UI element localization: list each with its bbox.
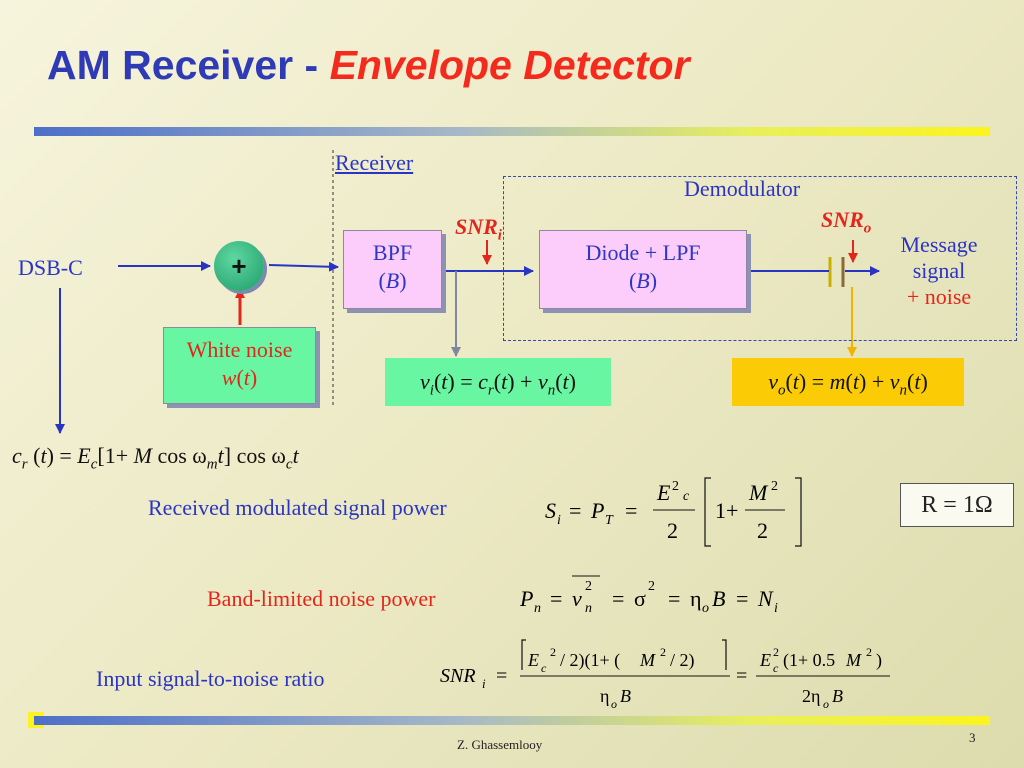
received-power-equation: S i = P T = E 2 c 2 1+ M 2 2 bbox=[545, 470, 825, 550]
bpf-block: BPF (B) bbox=[343, 230, 442, 309]
svg-text:2: 2 bbox=[771, 479, 778, 494]
svg-text:M: M bbox=[748, 480, 769, 505]
svg-text:1+: 1+ bbox=[715, 498, 738, 523]
svg-text:v: v bbox=[572, 586, 582, 611]
svg-text:(1+ 0.5: (1+ 0.5 bbox=[783, 650, 835, 671]
svg-text:o: o bbox=[611, 697, 617, 711]
demodulator-label: Demodulator bbox=[684, 176, 801, 201]
svg-text:E: E bbox=[527, 650, 539, 670]
snr-equation: SNR i = E c 2 / 2)(1+ ( M 2 / 2) η o B =… bbox=[440, 636, 920, 718]
input-label: DSB-C bbox=[18, 255, 83, 280]
snr-formula: SNR i = E c 2 / 2)(1+ ( M 2 / 2) η o B =… bbox=[440, 639, 890, 711]
svg-text:=: = bbox=[668, 586, 680, 611]
footer-page-number: 3 bbox=[969, 730, 976, 745]
svg-text:/ 2): / 2) bbox=[670, 650, 695, 671]
carrier-equation: cr (t) = Ec[1+ M cos ωmt] cos ωct bbox=[12, 443, 299, 473]
capacitor-symbol bbox=[826, 257, 845, 287]
svg-text:2: 2 bbox=[667, 518, 678, 543]
svg-text:η: η bbox=[600, 686, 609, 706]
output-message: Message bbox=[900, 232, 978, 257]
svg-text:E: E bbox=[656, 480, 671, 505]
svg-text:SNR: SNR bbox=[440, 665, 476, 687]
title-rule bbox=[34, 127, 990, 136]
svg-text:): ) bbox=[876, 650, 882, 671]
snr-label: Input signal-to-noise ratio bbox=[96, 666, 325, 691]
resistance-box: R = 1Ω bbox=[900, 483, 1014, 527]
noise-power-formula: P n = v 2 n = σ 2 = η o B = N i bbox=[519, 575, 778, 616]
svg-text:M: M bbox=[845, 650, 862, 670]
svg-text:P: P bbox=[590, 498, 604, 523]
snr-i-label: SNRi bbox=[455, 214, 502, 244]
page-title: AM Receiver - Envelope Detector bbox=[47, 42, 690, 89]
svg-text:/ 2)(1+ (: / 2)(1+ ( bbox=[560, 650, 620, 671]
title-main: AM Receiver - bbox=[47, 42, 330, 88]
noise-power-equation: P n = v 2 n = σ 2 = η o B = N i bbox=[519, 570, 820, 628]
svg-text:2: 2 bbox=[866, 645, 872, 659]
output-label: Message signal + noise bbox=[884, 232, 994, 310]
white-noise-symbol: w(t) bbox=[221, 365, 258, 390]
svg-text:2: 2 bbox=[585, 579, 592, 594]
diode-lpf-bandwidth: (B) bbox=[628, 268, 658, 293]
vi-equation-box: vi(t) = cr(t) + vn(t) bbox=[385, 358, 611, 406]
svg-text:=: = bbox=[612, 586, 624, 611]
adder-node: + bbox=[214, 241, 264, 291]
svg-text:=: = bbox=[625, 498, 637, 523]
bpf-label: BPF bbox=[372, 240, 413, 265]
output-signal: signal bbox=[912, 258, 966, 283]
white-noise-block: White noise w(t) bbox=[163, 327, 316, 404]
svg-text:σ: σ bbox=[634, 586, 646, 611]
svg-text:i: i bbox=[557, 513, 561, 528]
svg-text:2: 2 bbox=[672, 479, 679, 494]
svg-text:=: = bbox=[736, 665, 747, 687]
svg-text:B: B bbox=[712, 586, 725, 611]
svg-text:P: P bbox=[520, 586, 533, 611]
svg-text:=: = bbox=[550, 586, 562, 611]
svg-text:T: T bbox=[605, 513, 614, 528]
noise-power-label: Band-limited noise power bbox=[207, 586, 436, 611]
title-accent: Envelope Detector bbox=[329, 42, 690, 88]
snr-o-label: SNRo bbox=[821, 207, 872, 237]
svg-text:=: = bbox=[569, 498, 581, 523]
demodulator-boundary bbox=[503, 176, 1017, 341]
svg-text:M: M bbox=[639, 650, 656, 670]
svg-text:=: = bbox=[736, 586, 748, 611]
svg-text:c: c bbox=[541, 661, 547, 675]
bottom-rule bbox=[34, 716, 990, 725]
svg-text:S: S bbox=[545, 498, 556, 523]
vo-equation-box: vo(t) = m(t) + vn(t) bbox=[732, 358, 964, 406]
svg-text:i: i bbox=[482, 676, 486, 691]
receiver-label: Receiver bbox=[335, 150, 414, 175]
svg-text:2: 2 bbox=[757, 518, 768, 543]
svg-text:2: 2 bbox=[648, 579, 655, 594]
adder-to-bpf-arrow bbox=[268, 261, 339, 272]
svg-text:c: c bbox=[773, 661, 779, 675]
bpf-bandwidth: (B) bbox=[378, 268, 407, 293]
received-power-label: Received modulated signal power bbox=[148, 495, 447, 520]
svg-text:o: o bbox=[823, 697, 829, 711]
svg-text:E: E bbox=[759, 650, 771, 670]
svg-text:N: N bbox=[757, 586, 774, 611]
received-power-formula: S i = P T = E 2 c 2 1+ M 2 2 bbox=[545, 477, 802, 547]
svg-text:c: c bbox=[683, 489, 690, 504]
diode-lpf-label: Diode + LPF bbox=[585, 240, 701, 265]
svg-text:2η: 2η bbox=[802, 686, 820, 706]
svg-text:n: n bbox=[585, 601, 592, 616]
svg-text:o: o bbox=[702, 601, 709, 616]
svg-text:i: i bbox=[774, 601, 778, 616]
svg-text:=: = bbox=[496, 665, 507, 687]
white-noise-label: White noise bbox=[186, 337, 293, 362]
footer-author: Z. Ghassemlooy bbox=[457, 737, 543, 752]
vi-equation: vi(t) = cr(t) + vn(t) bbox=[420, 369, 576, 399]
svg-text:η: η bbox=[690, 586, 702, 611]
diode-lpf-block: Diode + LPF (B) bbox=[539, 230, 747, 309]
svg-text:2: 2 bbox=[550, 645, 556, 659]
svg-text:2: 2 bbox=[773, 645, 779, 659]
svg-text:n: n bbox=[534, 601, 541, 616]
vo-equation: vo(t) = m(t) + vn(t) bbox=[768, 369, 928, 399]
svg-text:2: 2 bbox=[660, 645, 666, 659]
svg-text:B: B bbox=[832, 686, 843, 706]
svg-text:B: B bbox=[620, 686, 631, 706]
output-noise: + noise bbox=[906, 284, 972, 309]
